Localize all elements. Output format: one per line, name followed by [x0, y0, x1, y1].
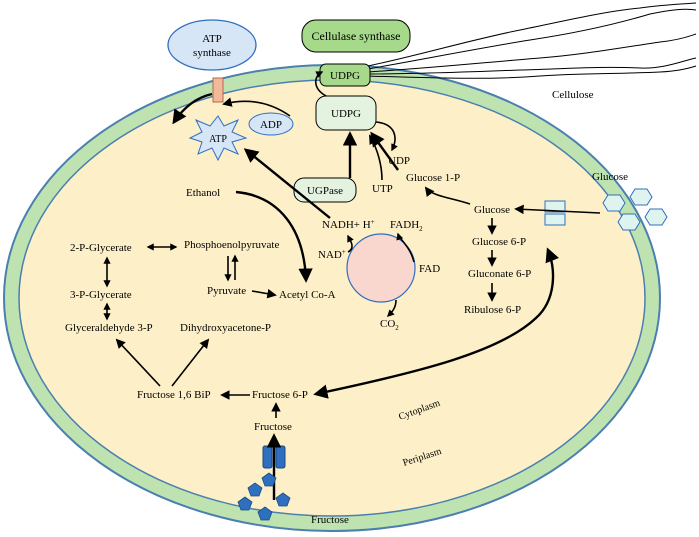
gluconate-6p-label: Gluconate 6-P: [468, 268, 531, 280]
arrow-glucose-to-glucose1p: [424, 186, 471, 205]
glucose-external-label: Glucose: [592, 171, 628, 183]
arrow-f16bip-to-dhap: [171, 338, 210, 387]
atp-synthase-channel: [212, 77, 224, 103]
fructose-external-label: Fructose: [311, 514, 349, 526]
arrow-nadh-to-atp: [243, 148, 331, 219]
ugpase-label: UGPase: [307, 185, 343, 197]
dihydroxyacetone-p-label: Dihydroxyacetone-P: [180, 322, 271, 334]
arrow-udpg-up: [314, 71, 327, 97]
atp-label: ATP: [209, 134, 227, 145]
glyceraldehyde-3p-label: Glyceraldehyde 3-P: [65, 322, 153, 334]
atp-synthase-label-line1: ATP: [202, 33, 222, 45]
glucose-internal-label: Glucose: [474, 204, 510, 216]
arrow-ethanol-to-acetylcoa: [235, 190, 313, 283]
atp-synthase-label-line2: synthase: [193, 47, 231, 59]
cellulose-fibers: [367, 2, 697, 79]
cellulase-synthase-label: Cellulase synthase: [312, 29, 401, 43]
fadh2-label: FADH2: [390, 219, 423, 233]
atp-synthase[interactable]: [167, 19, 257, 71]
glucose-hexagon-4: [644, 208, 668, 226]
glucose-molecules: [602, 188, 668, 231]
ribulose-6p-label: Ribulose 6-P: [464, 304, 521, 316]
fad-label: FAD: [419, 263, 440, 275]
fructose-6p-label: Fructose 6-P: [252, 389, 308, 401]
udpg-cytoplasm-node: [315, 95, 377, 131]
adp-node: [248, 112, 294, 136]
adp-label: ADP: [260, 119, 282, 131]
p2-glycerate-label: 2-P-Glycerate: [70, 242, 132, 254]
phosphoenolpyruvate-label: Phosphoenolpyruvate: [184, 239, 279, 251]
cellulase-synthase[interactable]: [301, 19, 411, 53]
arrow-pyruvate-to-acetylcoa: [251, 288, 277, 299]
fructose-pentagon-2: [261, 472, 277, 487]
nad-label: NAD+: [318, 248, 346, 261]
utp-label: UTP: [372, 183, 393, 195]
fructose-pentagon-5: [257, 506, 273, 521]
arrow-synthase-left: [172, 92, 213, 125]
arrow-adp-to-synthase: [222, 97, 291, 117]
glucose-6p-label: Glucose 6-P: [472, 236, 526, 248]
fructose-16bip-label: Fructose 1,6 BiP: [137, 389, 211, 401]
arrow-utp-in: [369, 134, 383, 181]
fructose-molecules: [237, 472, 291, 521]
ethanol-label: Ethanol: [186, 187, 220, 199]
pyruvate-label: Pyruvate: [207, 285, 246, 297]
arrow-glucose-uptake: [514, 204, 601, 215]
nadh-label: NADH+ H+: [322, 218, 375, 231]
fructose-transporter-right: [275, 445, 286, 469]
glucose-hexagon-3: [617, 213, 641, 231]
udpg-inner-label: UDPG: [331, 108, 361, 120]
arrow-f6p-to-glucose6p: [313, 247, 559, 399]
glucose-hexagon-1: [602, 194, 626, 212]
glucose-transporter-top: [544, 200, 566, 213]
glucose-hexagon-2: [629, 188, 653, 206]
arrow-udp-out: [375, 121, 398, 152]
glucose-transporter-bottom: [544, 213, 566, 226]
fructose-pentagon-3: [275, 492, 291, 507]
cellulose-label: Cellulose: [552, 89, 594, 101]
fructose-pentagon-4: [237, 496, 253, 511]
atp-burst: [188, 115, 248, 162]
udpg-top-label: UDPG: [330, 70, 360, 82]
fructose-pentagon-1: [247, 482, 263, 497]
fructose-transporter-left: [262, 445, 273, 469]
p3-glycerate-label: 3-P-Glycerate: [70, 289, 132, 301]
arrow-f16bip-to-g3p: [115, 338, 161, 387]
acetyl-coa-label: Acetyl Co-A: [279, 289, 336, 301]
fructose-internal-label: Fructose: [254, 421, 292, 433]
glucose-1p-label: Glucose 1-P: [406, 172, 460, 184]
